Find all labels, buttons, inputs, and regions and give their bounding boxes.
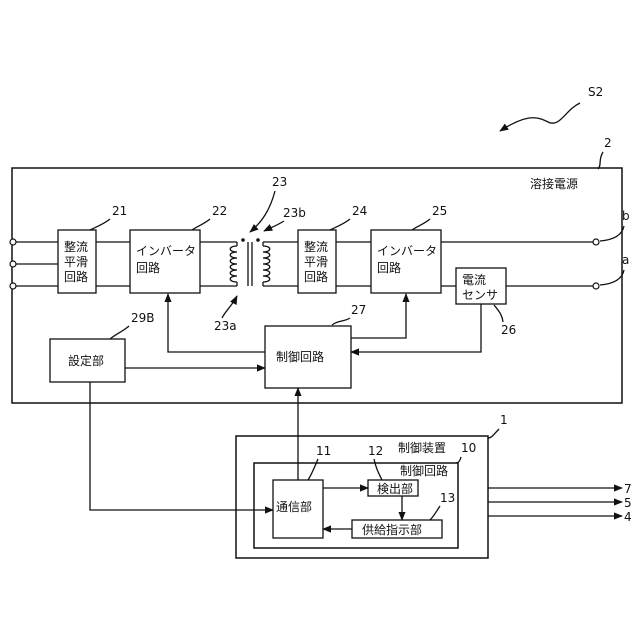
current-sensor-line-1: 電流 [462, 273, 486, 287]
power-source-title: 溶接電源 [530, 176, 578, 191]
control-device-title: 制御装置 [398, 440, 446, 455]
power-source-ref: 2 [604, 136, 612, 150]
terminal-a-leader [600, 270, 624, 285]
inverter-out-leader [412, 219, 430, 230]
setting-unit-leader [110, 326, 129, 339]
detect-unit-label: 検出部 [377, 481, 413, 496]
rectifier-in-line-2: 平滑 [64, 255, 88, 269]
comm-unit-leader [308, 459, 318, 480]
detect-unit-ref: 12 [368, 444, 383, 458]
setting-to-comm-wire [90, 382, 273, 510]
inverter-out-line-2: 回路 [377, 260, 401, 275]
inverter-out-ref: 25 [432, 204, 447, 218]
supply-unit-ref: 13 [440, 491, 455, 505]
rectifier-in-line-3: 回路 [64, 269, 88, 284]
comm-unit-label: 通信部 [276, 499, 312, 514]
control-circuit-ref: 27 [351, 303, 366, 317]
transformer-primary-coil [230, 246, 237, 282]
control-circuit-label: 制御回路 [276, 349, 324, 364]
figure-label-arrow [500, 103, 580, 131]
polarity-dot-primary [241, 238, 245, 242]
input-terminal-3 [10, 283, 16, 289]
device-control-circuit-ref: 10 [461, 441, 476, 455]
input-terminal-2 [10, 261, 16, 267]
control-circuit-leader [332, 318, 350, 325]
rectifier-in-ref: 21 [112, 204, 127, 218]
output-terminal-b [593, 239, 599, 245]
comm-unit-ref: 11 [316, 444, 331, 458]
inverter-in-leader [192, 219, 210, 230]
output-label-5: 5 [624, 496, 632, 510]
inverter-in-line-1: インバータ [136, 244, 196, 258]
input-terminal-1 [10, 239, 16, 245]
transformer-ref-arrow [250, 191, 275, 232]
rectifier-in-leader [90, 219, 110, 230]
output-label-7: 7 [624, 482, 632, 496]
current-sensor-line-2: センサ [462, 288, 498, 302]
transformer-primary-ref: 23a [214, 319, 237, 333]
control-device-leader [488, 429, 499, 438]
output-label-4: 4 [624, 510, 632, 524]
sensor-to-control-wire [351, 304, 481, 352]
inverter-in-ref: 22 [212, 204, 227, 218]
transformer [230, 238, 270, 286]
transformer-primary-arrow [222, 296, 237, 318]
figure-label: S2 [588, 85, 603, 99]
supply-unit-leader [430, 506, 440, 520]
detect-unit-leader [374, 459, 382, 480]
current-sensor-leader [494, 305, 503, 322]
supply-unit-label: 供給指示部 [362, 522, 422, 537]
control-device-ref: 1 [500, 413, 508, 427]
inverter-in-line-2: 回路 [136, 260, 160, 275]
output-terminal-a [593, 283, 599, 289]
setting-unit-label: 設定部 [68, 353, 104, 368]
polarity-dot-secondary [256, 238, 260, 242]
device-control-circuit-leader [456, 457, 461, 463]
transformer-ref: 23 [272, 175, 287, 189]
terminal-b-leader [600, 226, 624, 241]
terminal-a-label: a [622, 253, 629, 267]
transformer-secondary-arrow [264, 221, 284, 231]
setting-unit-ref: 29B [131, 311, 155, 325]
current-sensor-ref: 26 [501, 323, 516, 337]
terminal-b-label: b [622, 209, 630, 223]
rectifier-out-line-1: 整流 [304, 239, 328, 254]
power-source-leader [598, 152, 603, 169]
transformer-secondary-ref: 23b [283, 206, 306, 220]
rectifier-out-line-2: 平滑 [304, 255, 328, 269]
rectifier-out-leader [330, 219, 350, 230]
transformer-secondary-coil [263, 246, 270, 282]
device-control-circuit-title: 制御回路 [400, 463, 448, 478]
inverter-out-line-1: インバータ [377, 244, 437, 258]
rectifier-out-ref: 24 [352, 204, 367, 218]
rectifier-out-line-3: 回路 [304, 269, 328, 284]
rectifier-in-line-1: 整流 [64, 239, 88, 254]
